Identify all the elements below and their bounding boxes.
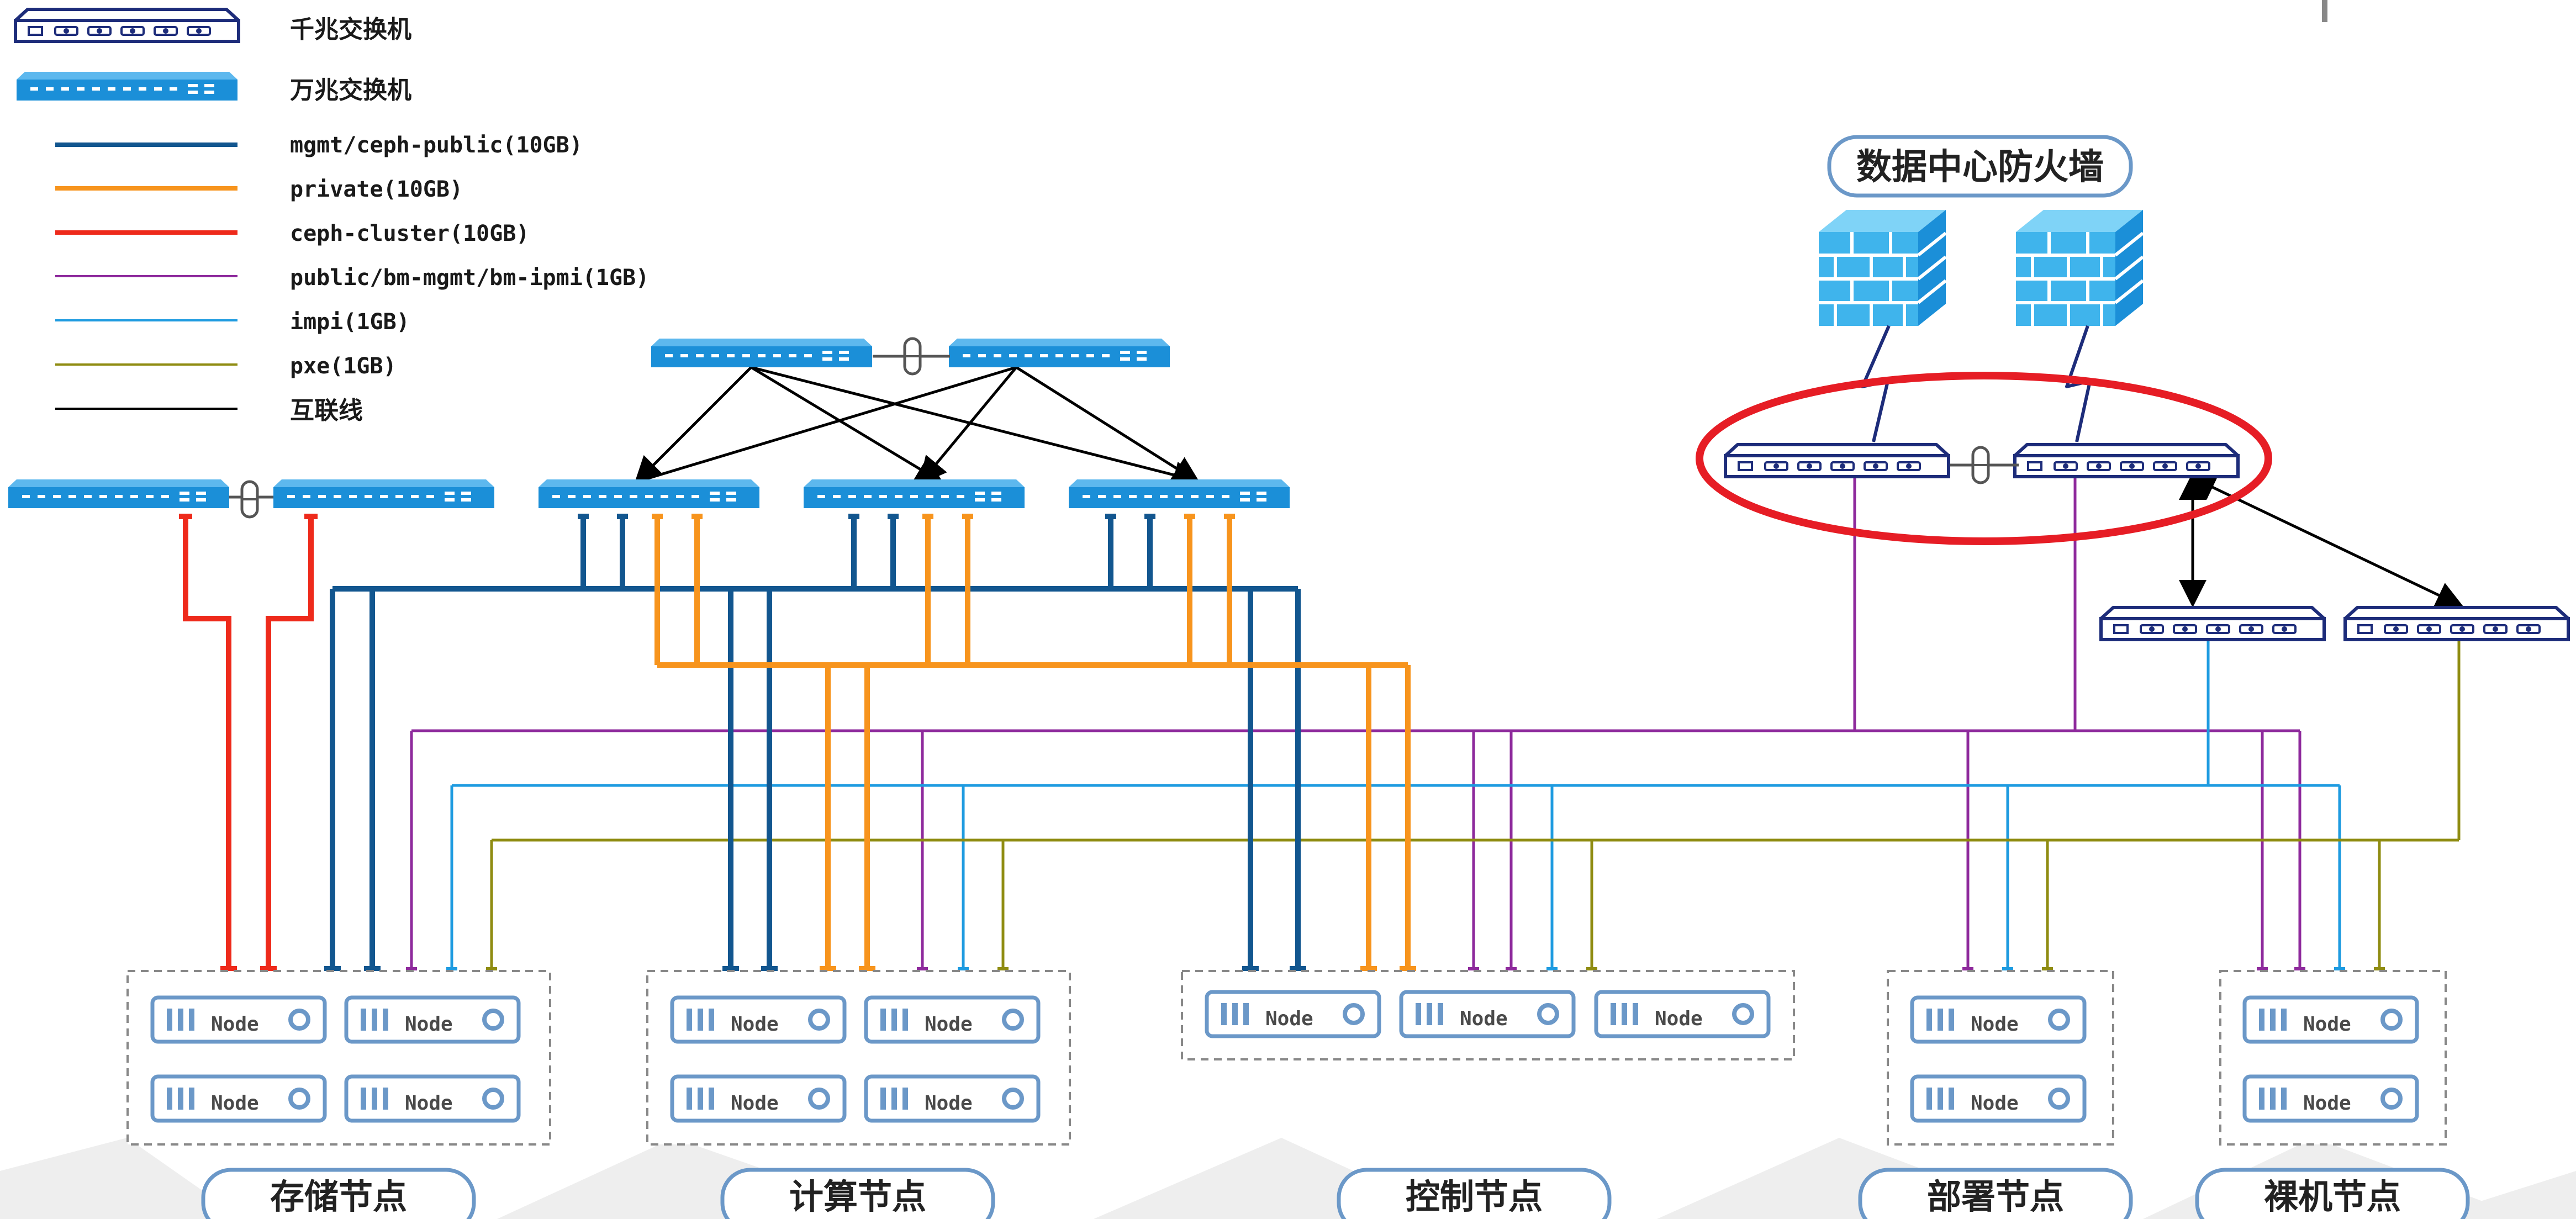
legend-private-label: private(10GB) [290, 177, 463, 202]
baremetal-group-label: 裸机节点 [2264, 1176, 2401, 1217]
storage-group-label: 存储节点 [270, 1176, 407, 1217]
deploy-node-group: Node Node [1887, 970, 2114, 1146]
baremetal-node-2-label: Node [2303, 1092, 2351, 1115]
baremetal-node-group: Node Node [2219, 970, 2447, 1146]
legend-1g-switch-label: 千兆交换机 [290, 15, 411, 44]
scrollbar-marker [2322, 0, 2327, 22]
ipmi-1g-switch [2101, 608, 2324, 640]
access-10g-switch-2 [804, 479, 1025, 508]
firewall-label-box [1827, 135, 2133, 198]
legend-ceph-cluster-label: ceph-cluster(10GB) [290, 221, 529, 246]
compute-node-4-label: Node [925, 1092, 973, 1115]
firewall-section: 数据中心防火墙 [1696, 135, 2272, 545]
compute-node-2-label: Node [925, 1013, 973, 1036]
firewall-right-icon [2016, 210, 2143, 326]
deploy-node-2-label: Node [1971, 1092, 2019, 1115]
storage-node-3-label: Node [211, 1092, 259, 1115]
firewall-left-icon [1819, 210, 1946, 326]
storage-stack-link [242, 482, 257, 517]
highlight-ellipse [1696, 372, 2272, 545]
pxe-network-lines [490, 641, 2461, 970]
core-10g-switch-a [651, 339, 872, 367]
ipmi-network-lines [450, 641, 2341, 970]
mgmt-network-lines [330, 514, 1301, 970]
legend-1g-switch-icon [15, 9, 239, 41]
firewall-1g-switch-a [1725, 445, 1949, 477]
firewall-stack-link [1973, 447, 1988, 483]
firewall-label: 数据中心防火墙 [1856, 147, 2104, 188]
core-switch-pair [651, 339, 1170, 374]
baremetal-node-1-label: Node [2303, 1013, 2351, 1036]
legend-10g-switch-icon [17, 72, 237, 101]
core-stack-link [905, 339, 920, 374]
legend-10g-switch-label: 万兆交换机 [290, 76, 411, 104]
deploy-group-label: 部署节点 [1927, 1176, 2064, 1217]
legend: 千兆交换机 万兆交换机 mgmt/ceph-public(10GB) priva… [15, 9, 649, 425]
legend-pxe-label: pxe(1GB) [290, 353, 397, 379]
compute-group-label: 计算节点 [789, 1176, 926, 1217]
storage-node-2-label: Node [405, 1013, 453, 1036]
control-node-3-label: Node [1655, 1007, 1703, 1030]
storage-node-1-label: Node [211, 1013, 259, 1036]
control-node-group: Node Node Node [1181, 970, 1795, 1060]
storage-10g-switch-b [273, 479, 494, 508]
control-node-2-label: Node [1460, 1007, 1508, 1030]
private-network-lines [652, 514, 1411, 970]
legend-mgmt-label: mgmt/ceph-public(10GB) [290, 133, 583, 158]
storage-10g-switch-a [8, 479, 229, 508]
storage-node-group: Node Node Node Node [126, 970, 551, 1146]
legend-public-label: public/bm-mgmt/bm-ipmi(1GB) [290, 265, 649, 291]
storage-switch-pair [8, 479, 494, 517]
control-group-label: 控制节点 [1406, 1176, 1543, 1217]
public-network-lines [410, 478, 2301, 970]
compute-node-1-label: Node [731, 1013, 779, 1036]
group-labels: 存储节点 计算节点 控制节点 部署节点 裸机节点 [201, 1168, 2470, 1219]
storage-node-4-label: Node [405, 1092, 453, 1115]
access-10g-switch-3 [1069, 479, 1290, 508]
legend-interconnect-label: 互联线 [290, 397, 363, 425]
ceph-cluster-network-lines [179, 514, 318, 970]
core-10g-switch-b [949, 339, 1170, 367]
control-node-1-label: Node [1265, 1007, 1313, 1030]
legend-ipmi-label: impi(1GB) [290, 309, 410, 335]
pxe-1g-switch [2345, 608, 2568, 640]
deploy-node-1-label: Node [1971, 1013, 2019, 1036]
firewall-1g-switch-b [2015, 445, 2238, 477]
compute-node-3-label: Node [731, 1092, 779, 1115]
compute-node-group: Node Node Node Node [646, 970, 1071, 1146]
access-10g-switch-1 [539, 479, 759, 508]
